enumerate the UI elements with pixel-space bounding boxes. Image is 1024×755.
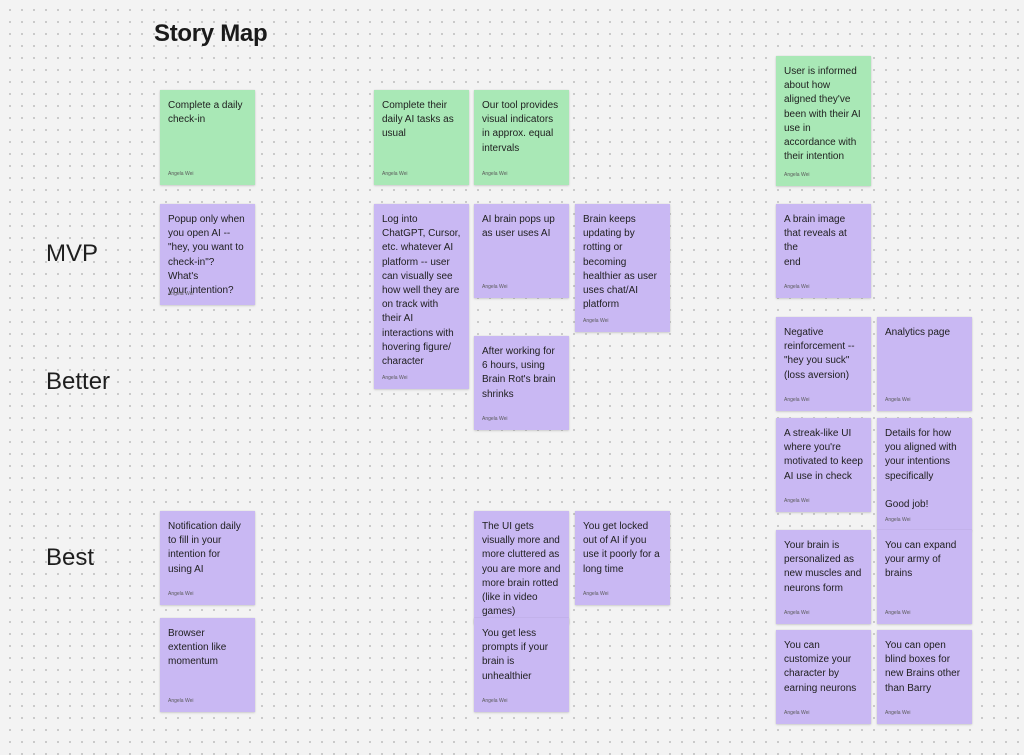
sticky-note-text: User is informed about how aligned they'… — [784, 66, 861, 163]
sticky-note[interactable]: Negative reinforcement -- "hey you suck"… — [776, 317, 871, 411]
sticky-note-text: Browser extention like momentum — [168, 628, 227, 668]
sticky-note-text: Log into ChatGPT, Cursor, etc. whatever … — [382, 214, 461, 368]
sticky-note-author: Angela Wei — [885, 610, 911, 616]
sticky-note-text: Our tool provides visual indicators in a… — [482, 100, 559, 154]
sticky-note[interactable]: You get less prompts if your brain is un… — [474, 618, 569, 712]
sticky-note-author: Angela Wei — [784, 710, 810, 716]
row-label-mvp[interactable]: MVP — [46, 240, 99, 267]
sticky-note-text: Your brain is personalized as new muscle… — [784, 540, 862, 594]
sticky-note-text: You can customize your character by earn… — [784, 640, 857, 694]
sticky-note[interactable]: Details for how you aligned with your in… — [877, 418, 972, 531]
sticky-note[interactable]: Our tool provides visual indicators in a… — [474, 90, 569, 185]
sticky-note-text: Complete a daily check-in — [168, 100, 243, 126]
sticky-note-text: The UI gets visually more and more clutt… — [482, 521, 561, 618]
sticky-note-text: A streak-like UI where you're motivated … — [784, 428, 863, 482]
sticky-note[interactable]: The UI gets visually more and more clutt… — [474, 511, 569, 624]
sticky-note-author: Angela Wei — [784, 397, 810, 403]
sticky-note[interactable]: You can customize your character by earn… — [776, 630, 871, 724]
sticky-note-author: Angela Wei — [583, 591, 609, 597]
sticky-note[interactable]: You get locked out of AI if you use it p… — [575, 511, 670, 605]
sticky-note-author: Angela Wei — [885, 517, 911, 523]
sticky-note-author: Angela Wei — [168, 171, 194, 177]
sticky-note-text: Negative reinforcement -- "hey you suck"… — [784, 327, 855, 381]
sticky-note-text: You get locked out of AI if you use it p… — [583, 521, 660, 575]
sticky-note-text: Details for how you aligned with your in… — [885, 428, 957, 511]
sticky-note[interactable]: Popup only when you open AI -- "hey, you… — [160, 204, 255, 305]
sticky-note-author: Angela Wei — [482, 284, 508, 290]
sticky-note-text: You can expand your army of brains — [885, 540, 957, 580]
sticky-note-author: Angela Wei — [784, 172, 810, 178]
sticky-note[interactable]: Brain keeps updating by rotting or becom… — [575, 204, 670, 332]
sticky-note-author: Angela Wei — [482, 171, 508, 177]
row-label-better[interactable]: Better — [46, 368, 111, 395]
sticky-note-text: A brain image that reveals at the end — [784, 214, 847, 268]
board-title[interactable]: Story Map — [154, 20, 268, 47]
sticky-note-text: Notification daily to fill in your inten… — [168, 521, 241, 575]
row-label-best[interactable]: Best — [46, 544, 95, 571]
sticky-note-author: Angela Wei — [482, 698, 508, 704]
sticky-note[interactable]: Notification daily to fill in your inten… — [160, 511, 255, 605]
sticky-note-text: After working for 6 hours, using Brain R… — [482, 346, 556, 400]
sticky-note-author: Angela Wei — [382, 375, 408, 381]
sticky-note-author: Angela Wei — [168, 698, 194, 704]
sticky-note-text: Brain keeps updating by rotting or becom… — [583, 214, 657, 311]
sticky-note[interactable]: A streak-like UI where you're motivated … — [776, 418, 871, 512]
sticky-note-author: Angela Wei — [382, 171, 408, 177]
sticky-note[interactable]: Your brain is personalized as new muscle… — [776, 530, 871, 624]
sticky-note-author: Angela Wei — [885, 397, 911, 403]
sticky-note-author: Angela Wei — [583, 318, 609, 324]
sticky-note-author: Angela Wei — [168, 591, 194, 597]
sticky-note-author: Angela Wei — [784, 610, 810, 616]
sticky-note-author: Angela Wei — [168, 291, 194, 297]
sticky-note[interactable]: AI brain pops up as user uses AI Angela W… — [474, 204, 569, 298]
sticky-note-author: Angela Wei — [482, 416, 508, 422]
sticky-note[interactable]: User is informed about how aligned they'… — [776, 56, 871, 186]
sticky-note-author: Angela Wei — [784, 284, 810, 290]
sticky-note-text: Analytics page — [885, 327, 951, 338]
sticky-note-author: Angela Wei — [784, 498, 810, 504]
sticky-note-text: Complete their daily AI tasks as usual — [382, 100, 454, 140]
sticky-note[interactable]: You can open blind boxes for new Brains … — [877, 630, 972, 724]
sticky-note-text: AI brain pops up as user uses AI — [482, 214, 555, 240]
sticky-note[interactable]: After working for 6 hours, using Brain R… — [474, 336, 569, 430]
sticky-note-text: You get less prompts if your brain is un… — [482, 628, 549, 682]
sticky-note-author: Angela Wei — [885, 710, 911, 716]
sticky-note-text: You can open blind boxes for new Brains … — [885, 640, 961, 694]
sticky-note[interactable]: Log into ChatGPT, Cursor, etc. whatever … — [374, 204, 469, 389]
sticky-note-text: Popup only when you open AI -- "hey, you… — [168, 214, 245, 297]
